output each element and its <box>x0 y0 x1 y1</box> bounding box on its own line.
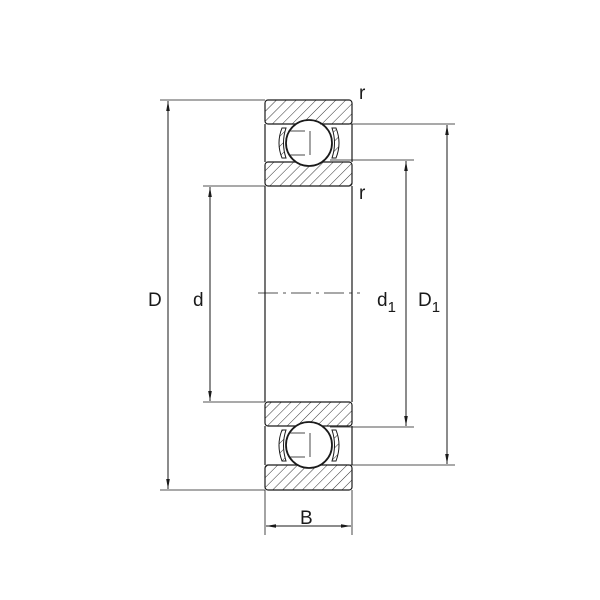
label-d1: d1 <box>377 290 396 316</box>
cage-right <box>331 127 340 159</box>
bottom-section <box>264 401 353 491</box>
ball-top <box>285 119 333 167</box>
label-r-inner: r <box>359 183 366 204</box>
label-D: D <box>148 290 162 311</box>
cage-left <box>278 127 287 159</box>
top-section <box>264 99 353 187</box>
label-B: B <box>300 508 313 529</box>
ball-bottom <box>285 421 333 469</box>
label-D1: D1 <box>418 290 440 316</box>
label-r-top: r <box>359 83 366 104</box>
label-d: d <box>193 290 204 311</box>
